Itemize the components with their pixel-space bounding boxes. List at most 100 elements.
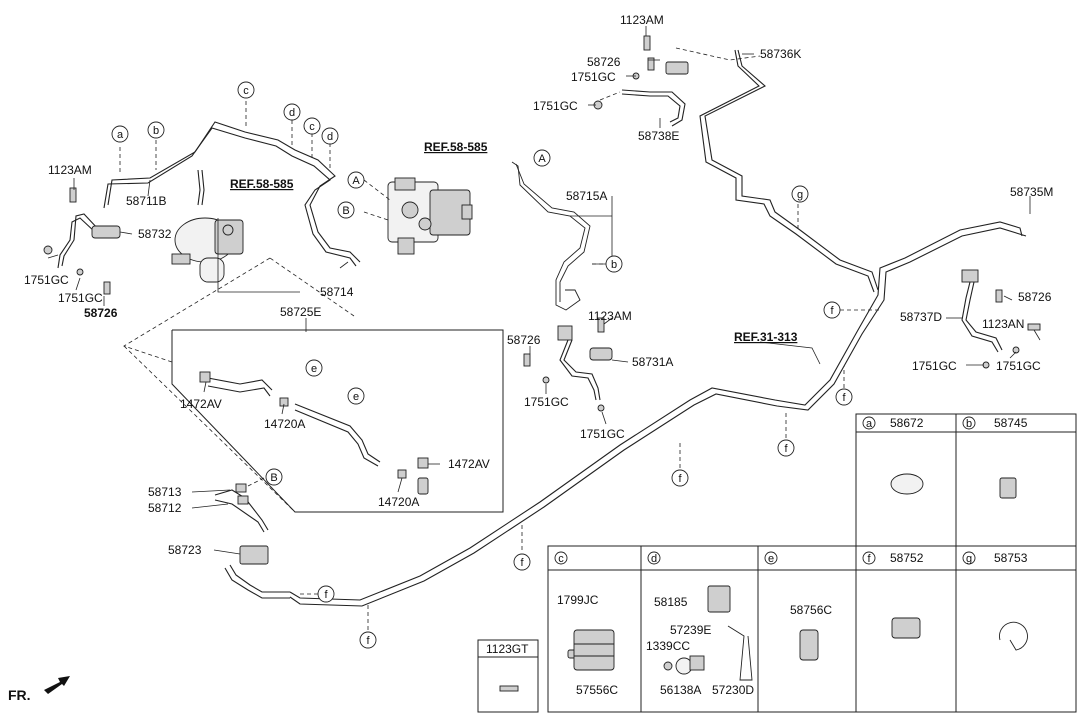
- brake-hoses: [57, 61, 1003, 401]
- callout-ref-31-313: REF.31-313: [734, 330, 798, 344]
- marker-f: f: [835, 388, 853, 406]
- svg-text:f: f: [867, 553, 871, 565]
- callout-58736K: 58736K: [760, 47, 801, 61]
- svg-text:B: B: [342, 205, 349, 217]
- callout-ref-58-585-right: REF.58-585: [424, 140, 488, 154]
- svg-text:c: c: [243, 85, 249, 97]
- svg-text:f: f: [842, 392, 846, 404]
- svg-text:e: e: [353, 391, 359, 403]
- svg-text:g: g: [966, 553, 972, 565]
- front-arrow-icon: [44, 676, 70, 694]
- legend-part-58752: 58752: [890, 551, 924, 565]
- callout-1751GC-top2: 1751GC: [533, 99, 578, 113]
- marker-f: f: [513, 553, 531, 571]
- svg-text:b: b: [611, 259, 617, 271]
- legend-part-58185: 58185: [654, 595, 688, 609]
- marker-f: f: [317, 585, 335, 603]
- callout-58737D: 58737D: [900, 310, 942, 324]
- svg-text:c: c: [558, 553, 564, 565]
- marker-f: f: [671, 469, 689, 487]
- marker-a: a: [111, 125, 129, 143]
- svg-text:a: a: [117, 129, 124, 141]
- legend-header-b: b 58745: [962, 416, 1028, 430]
- marker-g: g: [791, 185, 809, 203]
- svg-text:A: A: [352, 175, 360, 187]
- legend-header-c: c: [554, 551, 568, 565]
- fasteners: [43, 35, 1041, 565]
- callout-14720A-1: 14720A: [264, 417, 305, 431]
- callout-58723: 58723: [168, 543, 202, 557]
- callout-58715A: 58715A: [566, 189, 607, 203]
- clamp-icon: [891, 617, 921, 639]
- legend-part-57239E: 57239E: [670, 623, 711, 637]
- svg-text:A: A: [538, 153, 546, 165]
- callout-58713: 58713: [148, 485, 182, 499]
- legend-part-57556C: 57556C: [576, 683, 618, 697]
- legend-header-e: e: [764, 551, 778, 565]
- callout-58726-left: 58726: [84, 306, 118, 320]
- callout-1751GC-top1: 1751GC: [571, 70, 616, 84]
- legend-header-g: g 58753: [962, 551, 1028, 565]
- svg-text:f: f: [830, 305, 834, 317]
- svg-text:e: e: [311, 363, 317, 375]
- callout-1751GC-mid1: 1751GC: [524, 395, 569, 409]
- svg-text:d: d: [651, 553, 657, 565]
- marker-f: f: [777, 439, 795, 457]
- marker-b: b: [605, 255, 623, 273]
- callout-1751GC-right2: 1751GC: [996, 359, 1041, 373]
- callout-58726-top: 58726: [587, 55, 621, 69]
- svg-text:c: c: [309, 121, 315, 133]
- svg-text:e: e: [768, 553, 774, 565]
- svg-text:B: B: [270, 472, 277, 484]
- callout-58725E: 58725E: [280, 305, 321, 319]
- part-callouts: 1123AM 58736K 58726 1751GC 1751GC 58738E…: [8, 13, 1053, 703]
- legend-part-1799JC: 1799JC: [557, 593, 599, 607]
- legend-part-1339CC: 1339CC: [646, 639, 690, 653]
- callout-58726-mid: 58726: [507, 333, 541, 347]
- grommet-icon: [890, 473, 924, 495]
- bolt-icon: [499, 685, 519, 692]
- callout-58712: 58712: [148, 501, 182, 515]
- legend-part-58672: 58672: [890, 416, 924, 430]
- marker-d: d: [321, 127, 339, 145]
- callout-1123AM-top: 1123AM: [620, 13, 664, 27]
- legend-part-58756C: 58756C: [790, 603, 832, 617]
- callout-58732: 58732: [138, 227, 172, 241]
- marker-d: d: [283, 103, 301, 121]
- callout-1751GC-left2: 1751GC: [58, 291, 103, 305]
- legend-header-f: f 58752: [862, 551, 924, 565]
- marker-A: A: [347, 171, 365, 189]
- legend-part-58745: 58745: [994, 416, 1028, 430]
- svg-text:f: f: [520, 557, 524, 569]
- svg-text:b: b: [153, 125, 159, 137]
- callout-ref-58-585-left: REF.58-585: [230, 177, 294, 191]
- front-direction-label: FR.: [8, 687, 31, 703]
- svg-text:f: f: [784, 443, 788, 455]
- legend-part-1123GT: 1123GT: [486, 642, 529, 656]
- legend-part-56138A: 56138A: [660, 683, 701, 697]
- callout-58714: 58714: [320, 285, 354, 299]
- callout-58735M: 58735M: [1010, 185, 1053, 199]
- marker-f: f: [359, 631, 377, 649]
- marker-A: A: [533, 149, 551, 167]
- callout-58726-right: 58726: [1018, 290, 1052, 304]
- svg-text:f: f: [678, 473, 682, 485]
- callout-1123AM-mid: 1123AM: [588, 309, 632, 323]
- brake-tube-routing: [103, 49, 1027, 607]
- marker-f: f: [823, 301, 841, 319]
- callout-14720A-2: 14720A: [378, 495, 419, 509]
- marker-e: e: [305, 359, 323, 377]
- legend-part-58753: 58753: [994, 551, 1028, 565]
- marker-c: c: [303, 117, 321, 135]
- legend-header-a: a 58672: [862, 416, 924, 430]
- callout-58711B: 58711B: [126, 194, 166, 208]
- callout-1751GC-right1: 1751GC: [912, 359, 957, 373]
- callout-58738E: 58738E: [638, 129, 679, 143]
- legend-part-57230D: 57230D: [712, 683, 754, 697]
- 58725E-kit-parts: [199, 371, 429, 495]
- callout-58731A: 58731A: [632, 355, 673, 369]
- marker-B: B: [337, 201, 355, 219]
- marker-B: B: [265, 468, 283, 486]
- callout-1751GC-left1: 1751GC: [24, 273, 69, 287]
- parts-legend-table: a 58672 b 58745 c d e f 58752 g 58753 17…: [477, 413, 1077, 713]
